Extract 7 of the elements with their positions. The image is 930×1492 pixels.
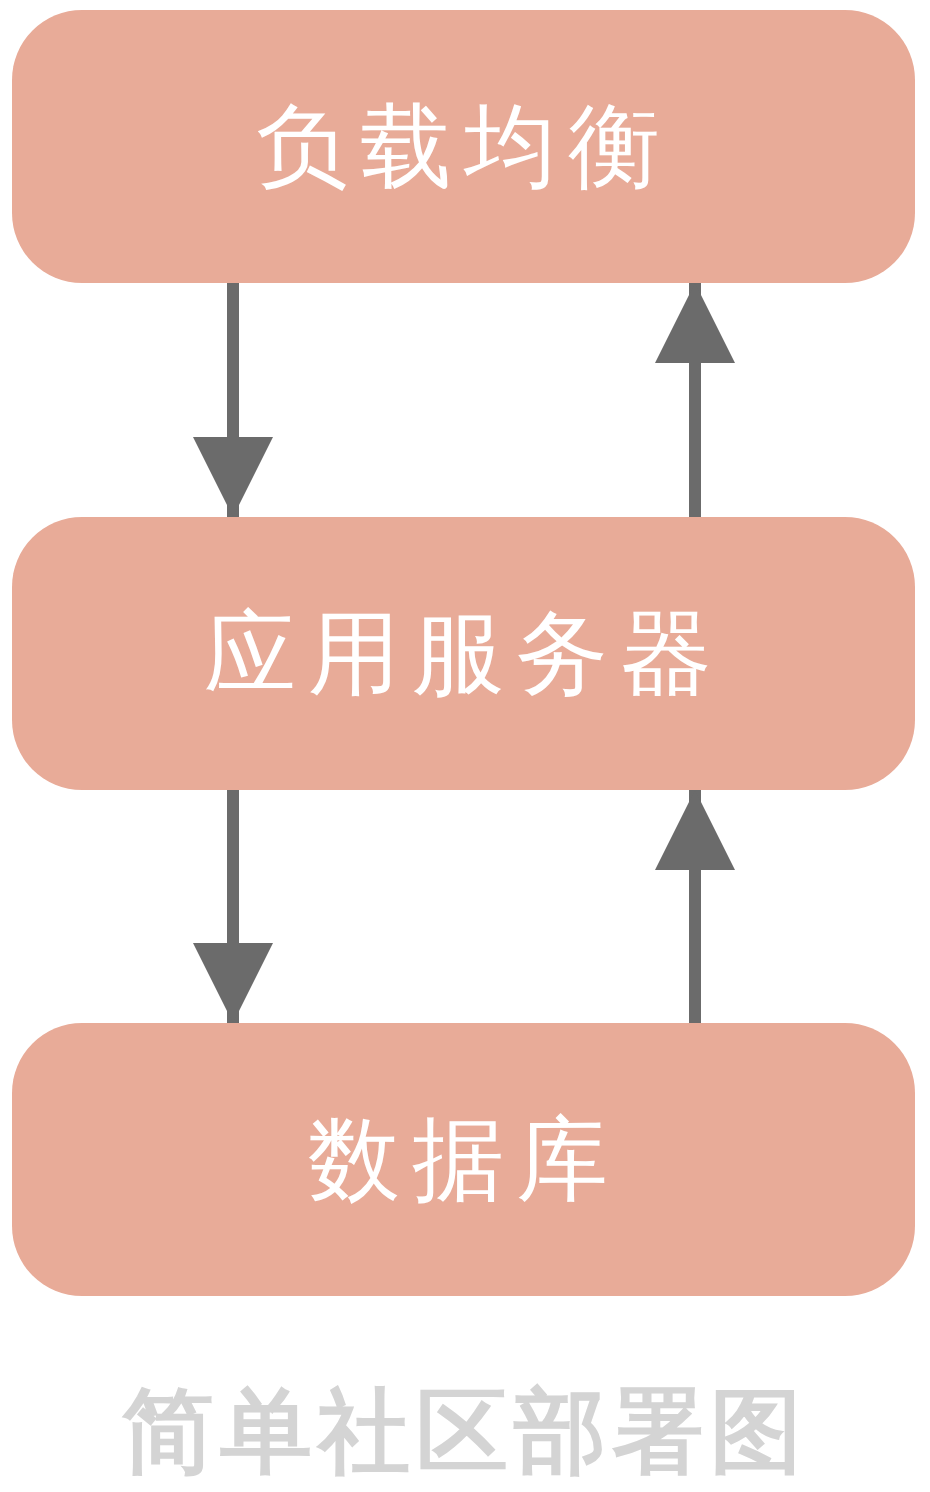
arrow: [193, 790, 273, 1023]
process-box: 负载均衡: [12, 10, 915, 283]
arrow: [193, 283, 273, 517]
arrow: [655, 790, 735, 1023]
process-box: 数据库: [12, 1023, 915, 1296]
process-box: 应用服务器: [12, 517, 915, 790]
arrow: [655, 283, 735, 517]
